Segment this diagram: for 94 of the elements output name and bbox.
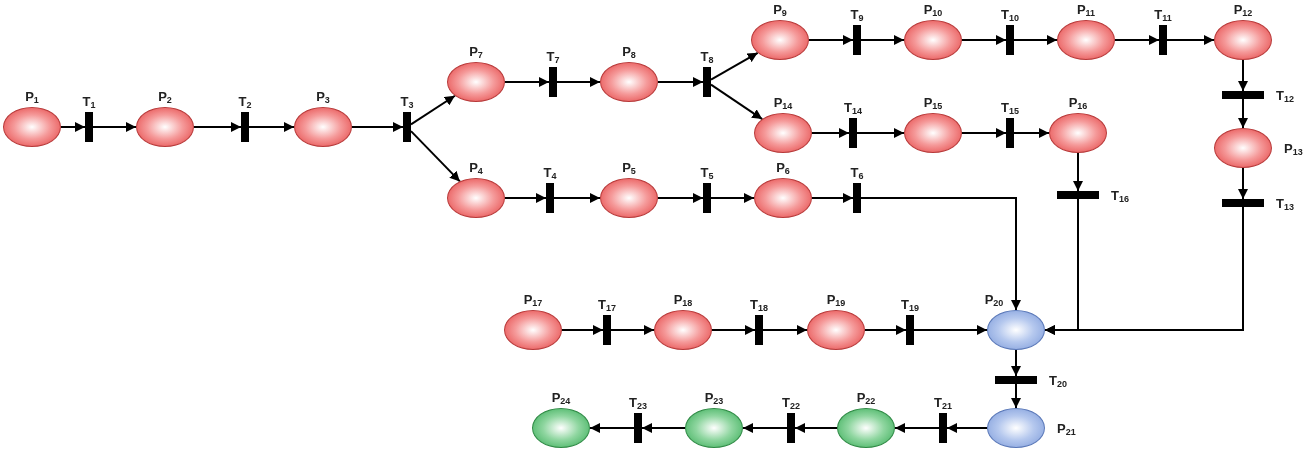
arrow: [1238, 98, 1248, 129]
arrow: [860, 35, 905, 45]
node-label: P$_{6}$: [776, 160, 790, 175]
arrow: [410, 130, 461, 183]
node-label: P$_{4}$: [469, 160, 483, 175]
node-label: P$_{9}$: [773, 2, 787, 17]
node-label: P$_{10}$: [923, 2, 943, 17]
node-label: P$_{13}$: [1284, 140, 1303, 156]
arrow: [794, 423, 838, 433]
arrow: [410, 94, 456, 126]
arrow: [657, 193, 704, 203]
arrow: [808, 35, 854, 45]
arrow: [1114, 35, 1160, 45]
node-label: T$_{8}$: [700, 49, 714, 64]
node-label: P$_{11}$: [1076, 2, 1096, 17]
arrow: [1013, 35, 1058, 45]
node-label: P$_{21}$: [1057, 420, 1076, 436]
arrow: [1011, 383, 1021, 409]
arrow: [961, 128, 1007, 138]
node-label: T$_{17}$: [598, 297, 616, 312]
arrow: [589, 423, 635, 433]
node-label: T$_{6}$: [850, 165, 864, 180]
node-label: P$_{17}$: [523, 292, 543, 307]
arrow: [561, 325, 604, 335]
node-label: P$_{23}$: [704, 390, 724, 405]
node-label: T$_{11}$: [1154, 7, 1172, 22]
node-label: T$_{20}$: [1049, 372, 1067, 388]
node-label: T$_{2}$: [238, 94, 252, 109]
node-label: P$_{2}$: [158, 89, 172, 104]
node-label: P$_{3}$: [316, 89, 330, 104]
arrow: [860, 197, 1021, 311]
node-label: T$_{14}$: [844, 100, 862, 115]
node-label: T$_{1}$: [82, 94, 96, 109]
arrow: [1073, 152, 1083, 192]
arrow: [193, 122, 242, 132]
node-label: T$_{9}$: [850, 7, 864, 22]
node-label: P$_{8}$: [622, 44, 636, 59]
arrow: [351, 122, 404, 132]
node-label: P$_{14}$: [773, 95, 793, 110]
arrow: [1238, 167, 1248, 200]
node-label: P$_{22}$: [856, 390, 876, 405]
arrow: [856, 128, 905, 138]
arrow: [811, 193, 854, 203]
arrow: [553, 193, 601, 203]
node-label: P$_{15}$: [923, 95, 943, 110]
node-label: T$_{7}$: [546, 49, 560, 64]
node-label: T$_{12}$: [1276, 87, 1294, 103]
arrow: [961, 35, 1007, 45]
node-label: T$_{5}$: [700, 165, 714, 180]
arrow: [60, 122, 86, 132]
arrow: [1238, 59, 1248, 92]
node-label: P$_{16}$: [1068, 95, 1088, 110]
node-label: T$_{4}$: [543, 165, 557, 180]
node-label: T$_{18}$: [750, 297, 768, 312]
arrow: [811, 128, 850, 138]
arrow: [946, 423, 988, 433]
node-label: T$_{10}$: [1001, 7, 1019, 22]
node-label: T$_{23}$: [629, 395, 647, 410]
arrow: [556, 77, 601, 87]
arrow: [710, 83, 764, 121]
arrow: [913, 325, 988, 335]
arrow: [1011, 349, 1021, 377]
arrow: [504, 77, 550, 87]
arrow: [504, 193, 547, 203]
arrow: [1044, 198, 1079, 335]
arrow: [894, 423, 940, 433]
arrow: [1166, 35, 1215, 45]
node-label: T$_{21}$: [934, 395, 952, 410]
arrow: [711, 325, 756, 335]
node-label: T$_{3}$: [400, 94, 414, 109]
node-label: T$_{22}$: [782, 395, 800, 410]
arrow: [864, 325, 907, 335]
arrow: [710, 193, 755, 203]
node-label: P$_{1}$: [25, 89, 39, 104]
node-label: P$_{18}$: [673, 292, 693, 307]
node-label: P$_{24}$: [551, 390, 571, 405]
node-label: P$_{7}$: [469, 44, 483, 59]
node-label: P$_{19}$: [826, 292, 846, 307]
node-label: P$_{20}$: [984, 292, 1004, 307]
arrow: [610, 325, 655, 335]
arrow: [641, 423, 686, 433]
node-label: T$_{15}$: [1001, 100, 1019, 115]
arrow: [92, 122, 137, 132]
arrow: [248, 122, 295, 132]
node-label: P$_{5}$: [622, 160, 636, 175]
node-label: T$_{16}$: [1111, 187, 1129, 203]
node-label: T$_{19}$: [901, 297, 919, 312]
arrow: [742, 423, 788, 433]
arrow: [762, 325, 808, 335]
arrow: [1013, 128, 1050, 138]
node-label: T$_{13}$: [1276, 195, 1294, 211]
arrow: [710, 51, 759, 81]
node-label: P$_{12}$: [1233, 2, 1253, 17]
arrow: [657, 77, 704, 87]
